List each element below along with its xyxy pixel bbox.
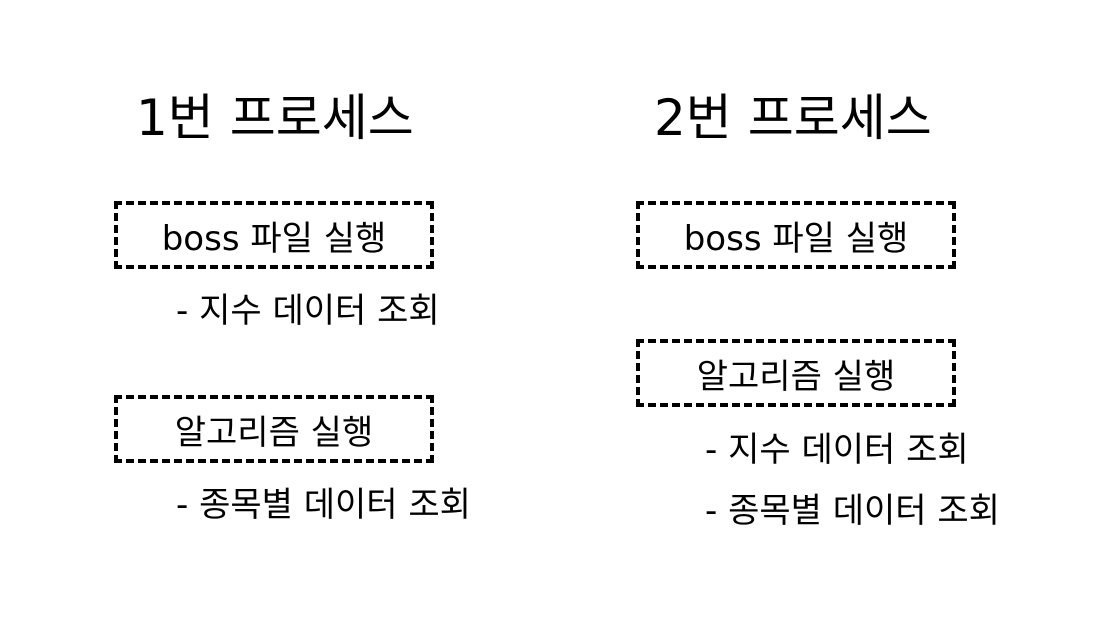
process-1-boss-step-label: boss 파일 실행 xyxy=(161,218,387,259)
process-2-index-data-note: - 지수 데이터 조회 xyxy=(705,430,969,470)
process-1-index-data-note: - 지수 데이터 조회 xyxy=(176,291,440,331)
process-2-boss-step: boss 파일 실행 xyxy=(636,201,956,269)
process-1-title: 1번 프로세스 xyxy=(136,89,414,147)
process-2-algorithm-step: 알고리즘 실행 xyxy=(636,339,956,407)
process-2-title: 2번 프로세스 xyxy=(654,89,932,147)
process-1-algorithm-step: 알고리즘 실행 xyxy=(114,395,434,463)
process-2-algorithm-step-label: 알고리즘 실행 xyxy=(696,356,896,397)
process-2-stock-data-note: - 종목별 데이터 조회 xyxy=(705,491,1000,531)
process-1-stock-data-note: - 종목별 데이터 조회 xyxy=(176,485,471,525)
process-2-boss-step-label: boss 파일 실행 xyxy=(683,218,909,259)
process-1-algorithm-step-label: 알고리즘 실행 xyxy=(174,412,374,453)
process-1-boss-step: boss 파일 실행 xyxy=(114,201,434,269)
